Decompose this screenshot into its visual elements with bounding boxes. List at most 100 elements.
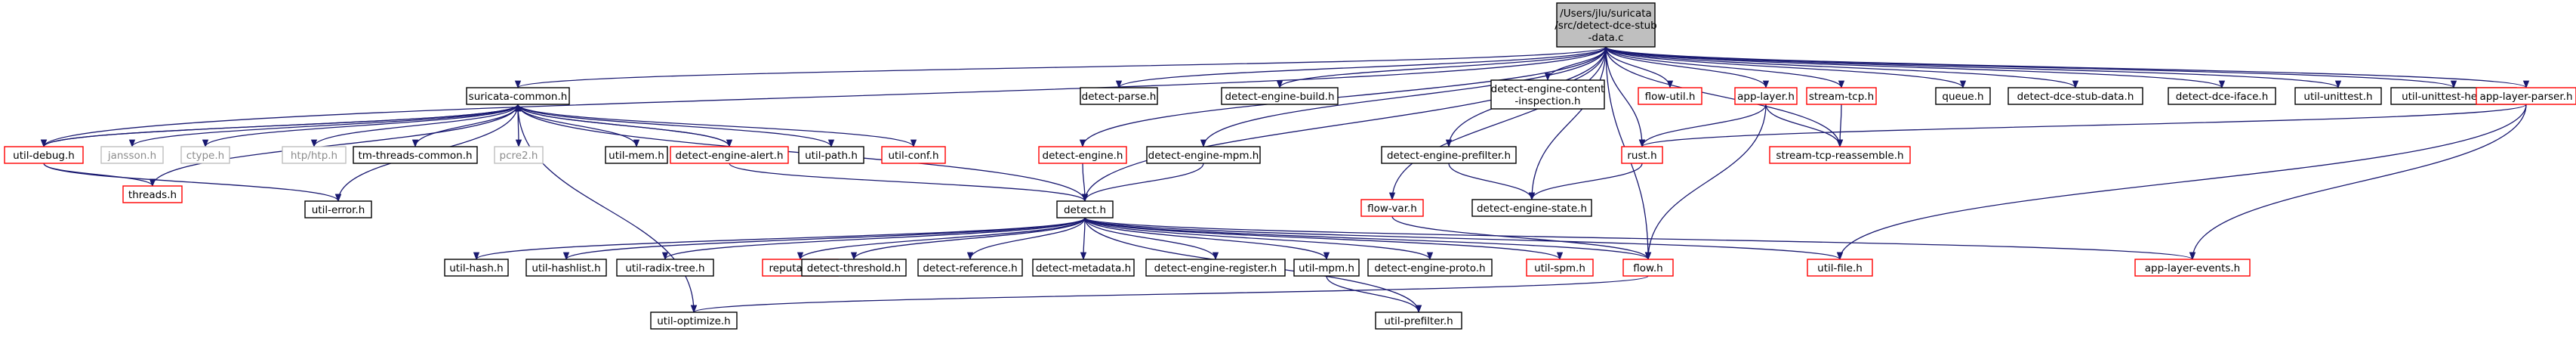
- edge-root-to-detect: [1081, 46, 1607, 203]
- node-flow[interactable]: flow.h: [1622, 259, 1674, 277]
- edge-flow_var-to-flow: [1391, 215, 1652, 261]
- node-util-debug[interactable]: util-debug.h: [4, 146, 84, 164]
- node-label: detect-engine-mpm.h: [1148, 150, 1259, 162]
- node-label: detect-dce-iface.h: [2176, 91, 2269, 103]
- node-detect-engine[interactable]: detect-engine.h: [1038, 146, 1127, 164]
- node-label: util-conf.h: [888, 150, 938, 162]
- node-label: app-layer-parser.h: [2479, 91, 2572, 103]
- node-label: ctype.h: [186, 150, 224, 162]
- node-app-layer-events[interactable]: app-layer-events.h: [2134, 259, 2251, 277]
- node-detect-threshold[interactable]: detect-threshold.h: [801, 259, 907, 277]
- node-suricata-common[interactable]: suricata-common.h: [466, 87, 570, 105]
- node-util-hash[interactable]: util-hash.h: [444, 259, 509, 277]
- node-util-hashlist[interactable]: util-hashlist.h: [525, 259, 607, 277]
- edge-suricata_common-to-http_htp: [310, 104, 519, 148]
- node-label: detect-threshold.h: [807, 262, 901, 274]
- node-stream-tcp-reassemble[interactable]: stream-tcp-reassemble.h: [1769, 146, 1911, 164]
- node-label: util-file.h: [1817, 262, 1863, 274]
- node-stream-tcp[interactable]: stream-tcp.h: [1806, 87, 1877, 105]
- edge-root-to-stream_tcp: [1605, 46, 1845, 89]
- node-flow-var[interactable]: flow-var.h: [1360, 199, 1424, 217]
- edge-detect_engine-to-detect: [1081, 163, 1089, 203]
- node-detect-dce-stub-data[interactable]: detect-dce-stub-data.h: [2007, 87, 2143, 105]
- node-label: detect-engine-state.h: [1477, 203, 1587, 215]
- node-label: detect-dce-stub-data.h: [2017, 91, 2134, 103]
- edge-suricata_common-to-threads: [149, 104, 519, 187]
- node-label: rust.h: [1627, 150, 1656, 162]
- edge-detect-to-app_layer_events: [1084, 217, 2195, 261]
- node-detect-engine-alert[interactable]: detect-engine-alert.h: [670, 146, 789, 164]
- edge-detect-to-detect_engine_register: [1084, 217, 1219, 261]
- edge-root-to-detect_engine_state: [1528, 46, 1607, 201]
- edge-app_layer-to-rust: [1638, 104, 1767, 148]
- node-detect-engine-state[interactable]: detect-engine-state.h: [1471, 199, 1592, 217]
- edge-detect_engine_prefilter-to-detect_engine_state: [1448, 163, 1536, 201]
- node-detect-engine-content[interactable]: detect-engine-content-inspection.h: [1490, 79, 1605, 110]
- node-label: util-error.h: [312, 204, 365, 216]
- node-label: util-debug.h: [13, 150, 75, 162]
- node-label: util-hashlist.h: [532, 262, 600, 274]
- node-util-conf[interactable]: util-conf.h: [881, 146, 946, 164]
- edge-root-to-detect_dce_stub_data: [1605, 46, 2078, 89]
- node-label: queue.h: [1942, 91, 1983, 103]
- edge-app_layer_parser-to-rust: [1639, 104, 2527, 148]
- node-detect-engine-build[interactable]: detect-engine-build.h: [1221, 87, 1339, 105]
- node-detect-engine-mpm[interactable]: detect-engine-mpm.h: [1146, 146, 1261, 164]
- edge-rust-to-detect_engine_state: [1528, 163, 1643, 201]
- node-util-path[interactable]: util-path.h: [798, 146, 864, 164]
- node-detect-dce-iface[interactable]: detect-dce-iface.h: [2168, 87, 2276, 105]
- node-tm-threads-common[interactable]: tm-threads-common.h: [353, 146, 478, 164]
- node-label: threads.h: [128, 189, 177, 201]
- node-label: tm-threads-common.h: [358, 150, 472, 162]
- node-threads[interactable]: threads.h: [122, 185, 183, 203]
- node-util-spm[interactable]: util-spm.h: [1526, 259, 1594, 277]
- node-label: flow-util.h: [1645, 91, 1696, 103]
- node-label: detect-engine-proto.h: [1374, 262, 1485, 274]
- node-label: /src/detect-dce-stub: [1555, 20, 1657, 32]
- node-label: util-spm.h: [1534, 262, 1585, 274]
- node-label: detect-engine-build.h: [1225, 91, 1334, 103]
- node-util-radix-tree[interactable]: util-radix-tree.h: [616, 259, 714, 277]
- node-label: detect-engine-register.h: [1154, 262, 1277, 274]
- edge-root-to-stream_tcp_reassemble: [1605, 46, 1844, 148]
- node-label: flow-var.h: [1367, 203, 1417, 215]
- edge-root-to-suricata_common: [515, 46, 1607, 89]
- edge-detect-to-util_file: [1084, 217, 1843, 261]
- node-detect-engine-prefilter[interactable]: detect-engine-prefilter.h: [1381, 146, 1517, 164]
- node-util-prefilter[interactable]: util-prefilter.h: [1375, 311, 1462, 330]
- edge-detect-to-util_mpm: [1084, 217, 1330, 261]
- node-util-unittest[interactable]: util-unittest.h: [2294, 87, 2382, 105]
- node-detect-reference[interactable]: detect-reference.h: [917, 259, 1023, 277]
- edge-root-to-detect_parse: [1116, 46, 1607, 89]
- node-util-mem[interactable]: util-mem.h: [605, 146, 668, 164]
- node-util-file[interactable]: util-file.h: [1807, 259, 1873, 277]
- node-detect-engine-proto[interactable]: detect-engine-proto.h: [1367, 259, 1493, 277]
- dependency-edges: [41, 46, 2529, 314]
- node-flow-util[interactable]: flow-util.h: [1638, 87, 1702, 105]
- edge-root-to-detect_engine_mpm: [1200, 46, 1607, 148]
- edge-detect-to-detect_engine_proto: [1084, 217, 1434, 261]
- edge-util_debug-to-suricata_common: [43, 103, 521, 147]
- node-label: /Users/jlu/suricata: [1560, 8, 1652, 20]
- node-queue[interactable]: queue.h: [1935, 87, 1991, 105]
- node-rust[interactable]: rust.h: [1621, 146, 1663, 164]
- node-detect-metadata[interactable]: detect-metadata.h: [1032, 259, 1135, 277]
- node-ctype: ctype.h: [180, 146, 230, 164]
- node-label: util-unittest.h: [2303, 91, 2372, 103]
- edge-detect-to-reputation: [797, 217, 1086, 261]
- node-detect-parse[interactable]: detect-parse.h: [1080, 87, 1158, 105]
- node-detect-engine-register[interactable]: detect-engine-register.h: [1145, 259, 1286, 277]
- node-label: pcre2.h: [500, 150, 538, 162]
- node-app-layer[interactable]: app-layer.h: [1734, 87, 1798, 105]
- edge-app_layer-to-flow: [1644, 104, 1767, 261]
- node-app-layer-parser[interactable]: app-layer-parser.h: [2476, 87, 2576, 105]
- node-util-optimize[interactable]: util-optimize.h: [650, 311, 738, 330]
- node-detect[interactable]: detect.h: [1056, 200, 1114, 218]
- edge-root-to-rust: [1605, 46, 1646, 148]
- edge-root-to-util_debug: [41, 46, 1607, 148]
- node-root[interactable]: /Users/jlu/suricata/src/detect-dce-stub-…: [1555, 2, 1657, 48]
- node-util-mpm[interactable]: util-mpm.h: [1293, 259, 1360, 277]
- node-util-error[interactable]: util-error.h: [304, 200, 372, 218]
- node-label: detect.h: [1064, 204, 1106, 216]
